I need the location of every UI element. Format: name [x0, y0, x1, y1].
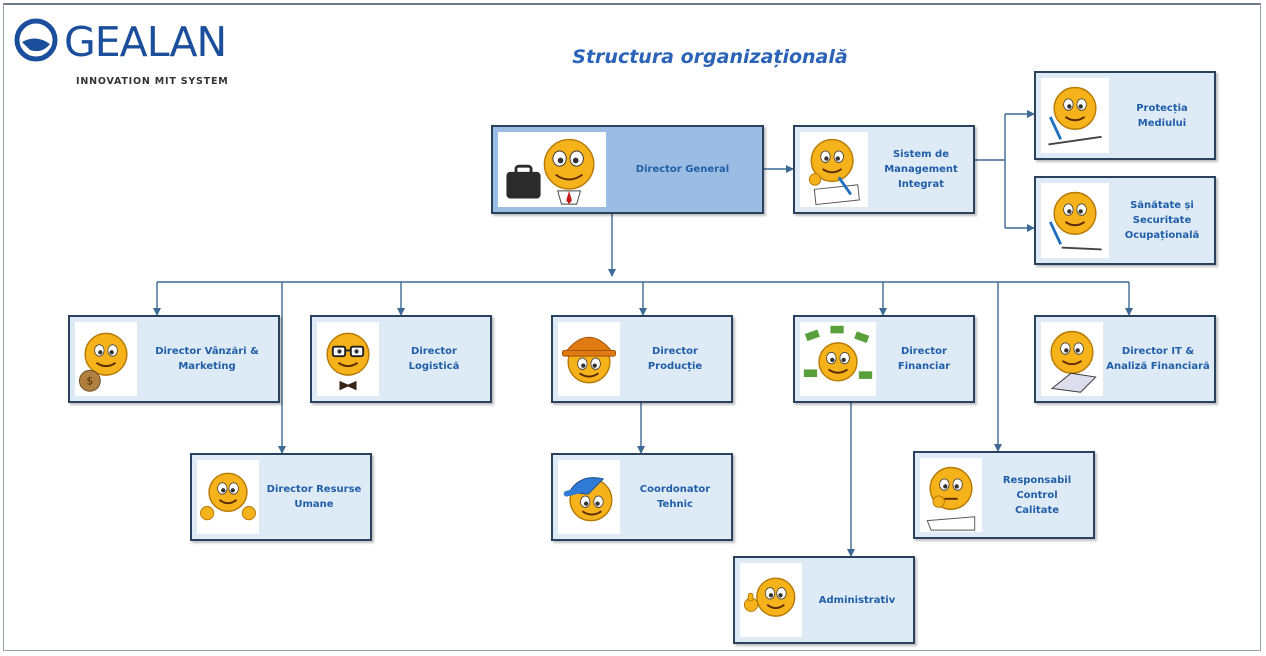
node-label: Sistem de Management Integrat — [884, 149, 958, 190]
smiley-with-glasses-bowtie-icon — [317, 322, 379, 396]
smiley-writing-icon — [800, 132, 868, 207]
node-protectia-mediului: Protecția Mediului — [1034, 71, 1216, 160]
node-label: Director Producție — [647, 346, 703, 372]
node-label: Director Logistică — [408, 346, 460, 372]
smiley-with-briefcase-icon — [498, 132, 606, 207]
node-label: Director General — [635, 164, 730, 175]
node-administrativ: Administrativ — [733, 556, 915, 644]
node-label: Protecția Mediului — [1136, 102, 1188, 129]
node-label: Responsabil Control Calitate — [1002, 474, 1072, 516]
node-label: Coordonator Tehnic — [639, 484, 711, 510]
node-label: Director IT & Analiză Financiară — [1106, 346, 1210, 372]
node-director-general: Director General — [491, 125, 764, 214]
node-responsabil-control-calitate: Responsabil Control Calitate — [913, 451, 1095, 539]
svg-text:$: $ — [87, 376, 94, 388]
page-frame — [3, 3, 1261, 651]
company-logo: GEALAN INNOVATION MIT SYSTEM — [14, 14, 254, 94]
page-title: Structura organizațională — [572, 46, 848, 68]
node-label: Director Resurse Umane — [266, 484, 362, 510]
smiley-with-money-icon — [800, 322, 876, 396]
node-sistem-management-integrat: Sistem de Management Integrat — [793, 125, 975, 214]
node-label: Director Financiar — [897, 346, 951, 372]
node-director-resurse-umane: Director Resurse Umane — [190, 453, 372, 541]
node-director-logistica: Director Logistică — [310, 315, 492, 403]
node-director-vanzari-marketing: $ Director Vânzări & Marketing — [68, 315, 280, 403]
node-director-productie: Director Producție — [551, 315, 733, 403]
logo-wordmark: GEALAN — [64, 18, 227, 66]
node-label: Director Vânzări & Marketing — [155, 346, 259, 372]
smiley-hard-hat-icon — [558, 322, 620, 396]
smiley-with-money-bag-icon: $ — [75, 322, 137, 396]
gealan-logo-mark-icon — [14, 18, 58, 62]
node-coordonator-tehnic: Coordonator Tehnic — [551, 453, 733, 541]
smiley-writing-icon — [1041, 78, 1109, 153]
smiley-thumbs-up-icon — [740, 563, 802, 637]
node-director-it-analiza-financiara: Director IT & Analiză Financiară — [1034, 315, 1216, 403]
smiley-writing-icon — [1041, 183, 1109, 258]
smiley-cap-icon — [558, 460, 620, 534]
smiley-with-laptop-icon — [1041, 322, 1103, 396]
node-director-financiar: Director Financiar — [793, 315, 975, 403]
logo-tagline: INNOVATION MIT SYSTEM — [76, 76, 229, 87]
smiley-thinking-icon — [920, 458, 982, 532]
smiley-thumbs-up-icon — [197, 460, 259, 534]
node-label: Administrativ — [818, 594, 896, 606]
node-sanatate-securitate-ocupationala: Sănătate și Securitate Ocupațională — [1034, 176, 1216, 265]
node-label: Sănătate și Securitate Ocupațională — [1124, 200, 1200, 241]
